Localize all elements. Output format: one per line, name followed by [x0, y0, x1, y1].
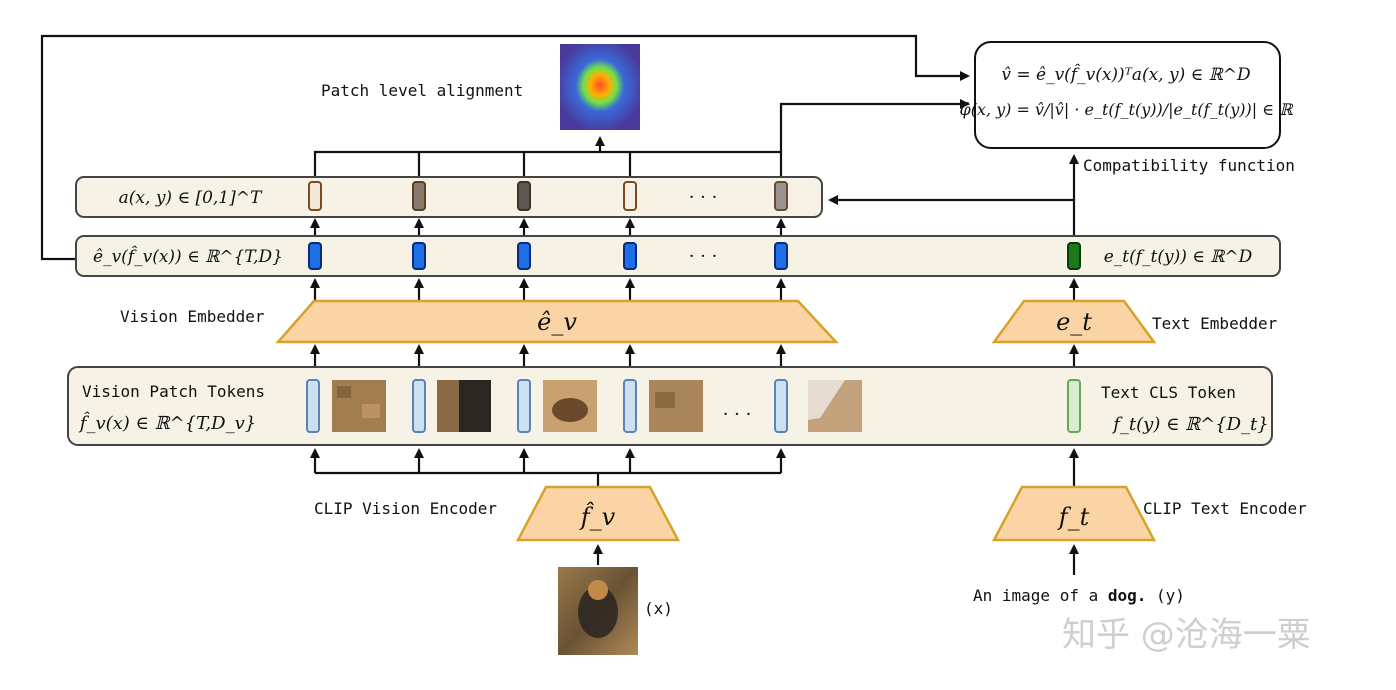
alignment-score-token-2	[412, 181, 426, 211]
alignment-score-tokens	[308, 181, 788, 211]
embed-ellipsis: · · ·	[689, 246, 718, 267]
vision-embedding-tokens	[308, 242, 788, 270]
embedding-row	[75, 235, 1281, 277]
vision-embedding-token	[412, 242, 426, 270]
embedder-to-embed-arrows	[310, 278, 1079, 300]
patch-alignment-heatmap	[560, 44, 640, 130]
text-cls-token-label: Text CLS Token	[1101, 383, 1236, 402]
phi-hat-equation: φ̂(x, y) = v̂/|v̂| · e_t(f_t(y))/|e_t(f_…	[959, 100, 1294, 119]
text-cls-row-math: f_t(y) ∈ ℝ^{D_t}	[1111, 414, 1269, 435]
vision-embedder-label: Vision Embedder	[120, 307, 265, 326]
vision-patch-token	[517, 379, 531, 433]
vision-patch-tokens	[306, 379, 788, 433]
to-phi-arrow	[779, 99, 970, 152]
compatibility-function-label: Compatibility function	[1083, 156, 1295, 175]
patch-to-embedder-arrows	[310, 344, 1079, 366]
vision-embedder-block	[275, 299, 839, 344]
alignment-bus-line	[313, 150, 783, 177]
vision-patch-token	[306, 379, 320, 433]
alignment-score-token-4	[623, 181, 637, 211]
zhihu-watermark: 知乎 @沧海一粟	[1062, 615, 1311, 655]
vision-embedding-token	[517, 242, 531, 270]
vision-patch-tokens-label: Vision Patch Tokens	[82, 382, 265, 401]
text-embedding-token	[1067, 242, 1081, 270]
vision-patch-token	[623, 379, 637, 433]
alignment-score-token-5	[774, 181, 788, 211]
clip-text-encoder-label: CLIP Text Encoder	[1143, 499, 1307, 518]
text-embed-to-alignment-arrow	[828, 195, 1076, 241]
clip-vision-encoder-label: CLIP Vision Encoder	[314, 499, 497, 518]
alignment-ellipsis: · · ·	[689, 187, 718, 208]
text-embed-row-label: e_t(f_t(y)) ∈ ℝ^D	[1104, 247, 1253, 267]
vision-embed-row-label: ê_v(f̂_v(x)) ∈ ℝ^{T,D}	[93, 246, 283, 267]
vision-embedding-token	[623, 242, 637, 270]
patch-level-alignment-label: Patch level alignment	[321, 81, 523, 100]
vision-patch-row-math: f̂_v(x) ∈ ℝ^{T,D_v}	[78, 411, 256, 434]
alignment-score-token-3	[517, 181, 531, 211]
alignment-row-label: a(x, y) ∈ [0,1]^T	[119, 188, 263, 208]
vision-patch-token	[774, 379, 788, 433]
x-input-label: (x)	[644, 599, 673, 618]
clip-text-encoder-block	[991, 485, 1157, 542]
compatibility-function-box	[974, 41, 1281, 149]
alignment-bus-drops	[417, 152, 632, 177]
encoder-to-patch-arrows	[310, 448, 786, 473]
vision-embedding-token	[308, 242, 322, 270]
text-encoder-symbol: f_t	[1057, 503, 1090, 531]
vision-embedding-token	[774, 242, 788, 270]
text-embedder-block	[991, 299, 1157, 344]
image-patches	[332, 380, 862, 432]
text-embedder-symbol: e_t	[1056, 308, 1092, 336]
alignment-score-token-1	[308, 181, 322, 211]
v-hat-equation: v̂ = ê_v(f̂_v(x))ᵀa(x, y) ∈ ℝ^D	[1001, 64, 1251, 85]
vision-patch-token	[412, 379, 426, 433]
text-embedder-label: Text Embedder	[1152, 314, 1278, 333]
clip-vision-encoder-block	[515, 485, 681, 542]
text-cls-token	[1067, 379, 1081, 433]
vision-encoder-symbol: f̂_v	[579, 502, 616, 531]
text-input-caption: An image of a dog. (y)	[973, 586, 1185, 605]
patch-ellipsis: · · ·	[723, 404, 752, 425]
embedding-to-vhat-arrow	[40, 34, 970, 261]
vision-embedder-symbol: ê_v	[537, 308, 577, 336]
